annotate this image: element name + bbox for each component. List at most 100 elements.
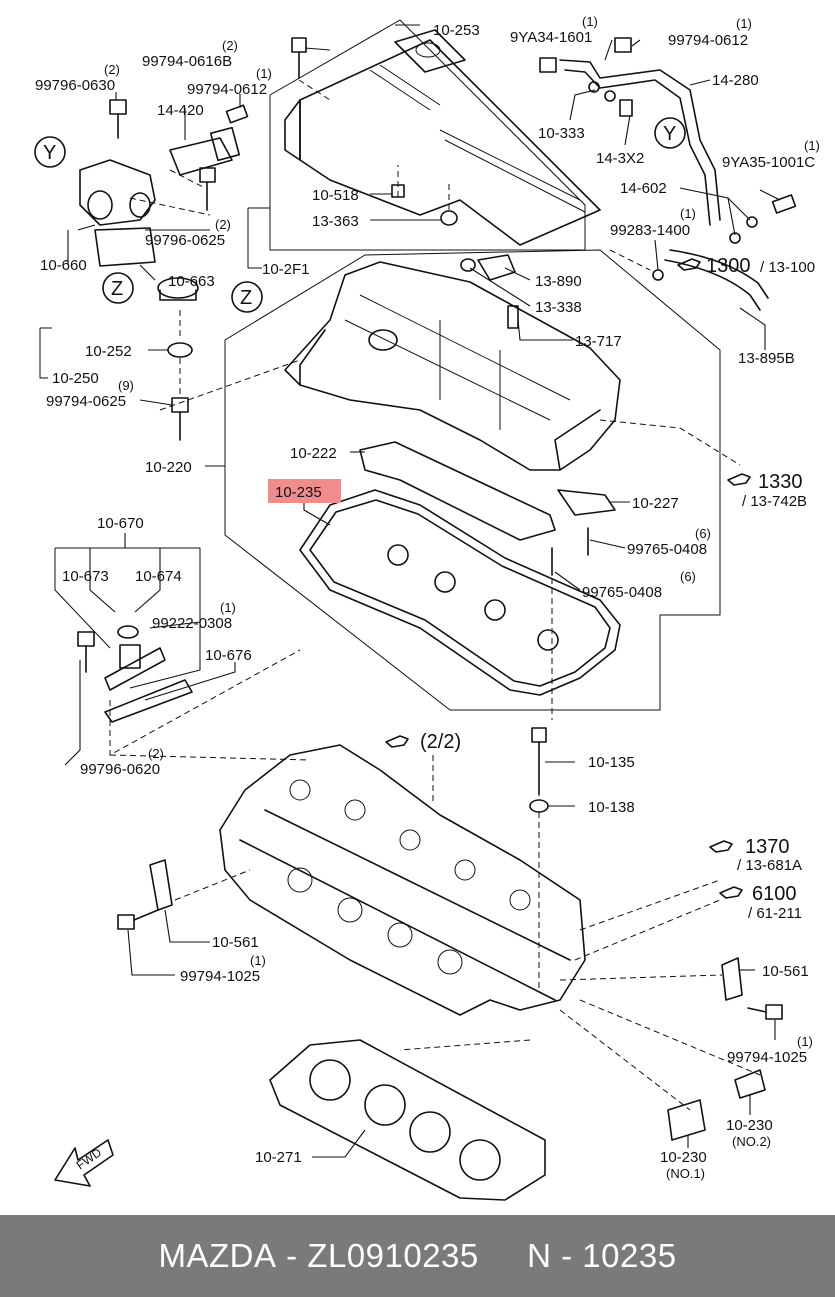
- label-10-2F1: 10-2F1: [262, 261, 310, 278]
- cover-gasket-10-222: [359, 441, 556, 541]
- label-99283-1400: 99283-1400: [610, 222, 690, 239]
- label-10-230-no2: 10-230: [726, 1117, 773, 1134]
- label-10-561-right: 10-561: [762, 963, 809, 980]
- svg-text:Z: Z: [240, 287, 252, 309]
- ref-hand-icon-1330: [727, 473, 751, 486]
- label-99796-0630: 99796-0630: [35, 77, 115, 94]
- ref-1330: 1330: [758, 471, 803, 493]
- left-bolts: [109, 99, 249, 211]
- fwd-label: FWD: [74, 1145, 105, 1172]
- svg-text:(1): (1): [220, 600, 236, 615]
- label-10-271: 10-271: [255, 1149, 302, 1166]
- guide-lines: [109, 79, 761, 1111]
- label-10-253: 10-253: [433, 22, 480, 39]
- callout-z-right: Z: [231, 281, 263, 313]
- callout-y-left: Y: [34, 136, 66, 168]
- label-99794-1025-right: 99794-1025: [727, 1049, 807, 1066]
- label-13-338: 13-338: [535, 299, 582, 316]
- svg-text:(2): (2): [104, 62, 120, 77]
- cover-group-bracket: [269, 19, 586, 251]
- label-99796-0625: 99796-0625: [145, 232, 225, 249]
- plugs-10-230: [667, 1069, 766, 1141]
- leader-lines: [64, 24, 781, 1158]
- label-99794-0612-left: 99794-0612: [187, 81, 267, 98]
- ref-1300: 1300: [706, 255, 751, 277]
- sensor-14-420: [169, 126, 241, 176]
- svg-text:Y: Y: [663, 123, 676, 145]
- svg-text:(1): (1): [804, 138, 820, 153]
- label-13-895B: 13-895B: [738, 350, 795, 367]
- label-10-250: 10-250: [52, 370, 99, 387]
- svg-text:(1): (1): [797, 1034, 813, 1049]
- svg-text:(6): (6): [680, 569, 696, 584]
- head-gasket-10-271: [269, 1039, 546, 1201]
- label-9YA34-1601: 9YA34-1601: [510, 29, 592, 46]
- ref-13-681A: / 13-681A: [737, 857, 802, 874]
- svg-text:Z: Z: [111, 278, 123, 300]
- label-14-280: 14-280: [712, 72, 759, 89]
- svg-text:(2): (2): [222, 38, 238, 53]
- svg-text:(NO.1): (NO.1): [666, 1166, 705, 1181]
- ref-61-211: / 61-211: [748, 905, 802, 922]
- oil-filler-cap: [157, 277, 199, 441]
- cylinder-head: [219, 744, 586, 1016]
- label-13-363: 13-363: [312, 213, 359, 230]
- label-10-235: 10-235: [275, 484, 322, 501]
- svg-text:(1): (1): [736, 16, 752, 31]
- hanger-10-561-right: [721, 957, 783, 1020]
- fwd-arrow-icon: FWD: [54, 1139, 114, 1187]
- callout-z-left: Z: [102, 272, 134, 304]
- parts-diagram: FWD: [34, 14, 820, 1201]
- ref-1370: 1370: [745, 836, 790, 858]
- oil-control-valve-10-670: [77, 625, 193, 723]
- label-99794-0625: 99794-0625: [46, 393, 126, 410]
- label-10-222: 10-222: [290, 445, 337, 462]
- label-99796-0620: 99796-0620: [80, 761, 160, 778]
- label-9YA35-1001C: 9YA35-1001C: [722, 154, 815, 171]
- label-14-420: 14-420: [157, 102, 204, 119]
- label-10-252: 10-252: [85, 343, 132, 360]
- label-10-333: 10-333: [538, 125, 585, 142]
- valve-cover: [284, 254, 621, 471]
- footer-n-code: 10235: [582, 1237, 677, 1274]
- ref-hand-icon-6100: [719, 886, 743, 899]
- label-99794-0616B: 99794-0616B: [142, 53, 232, 70]
- engine-top-cover: [284, 29, 601, 246]
- ref-6100: 6100: [752, 883, 797, 905]
- head-bolt-10-135: [529, 727, 549, 813]
- ref-13-100: / 13-100: [760, 259, 815, 276]
- label-10-227: 10-227: [632, 495, 679, 512]
- highlight-10-235: [268, 479, 341, 503]
- label-13-717: 13-717: [575, 333, 622, 350]
- label-10-138: 10-138: [588, 799, 635, 816]
- footer-brand: MAZDA: [158, 1237, 277, 1274]
- ref-hand-icon-1370: [709, 840, 733, 853]
- label-99794-0612-right: 99794-0612: [668, 32, 748, 49]
- label-14-602: 14-602: [620, 180, 667, 197]
- label-10-135: 10-135: [588, 754, 635, 771]
- label-99794-1025-left: 99794-1025: [180, 968, 260, 985]
- head-cover-frame: [224, 249, 721, 711]
- svg-text:(1): (1): [250, 953, 266, 968]
- svg-text:Y: Y: [43, 142, 56, 164]
- svg-text:(1): (1): [680, 206, 696, 221]
- ref-2-2: (2/2): [420, 731, 461, 753]
- ref-13-742B: / 13-742B: [742, 493, 807, 510]
- footer-n-label: N: [527, 1237, 552, 1274]
- callout-y-right: Y: [654, 117, 686, 149]
- label-10-674: 10-674: [135, 568, 182, 585]
- head-cover-gasket-10-235: [299, 489, 621, 696]
- label-10-230-no1: 10-230: [660, 1149, 707, 1166]
- label-10-673: 10-673: [62, 568, 109, 585]
- water-outlet: [79, 159, 156, 267]
- label-10-220: 10-220: [145, 459, 192, 476]
- ref-hand-icon-2-2: [385, 735, 409, 748]
- svg-text:(2): (2): [148, 746, 164, 761]
- label-10-663: 10-663: [168, 273, 215, 290]
- svg-text:(1): (1): [582, 14, 598, 29]
- footer-part-number: ZL0910235: [307, 1237, 479, 1274]
- label-10-670: 10-670: [97, 515, 144, 532]
- hanger-10-561-left: [117, 859, 173, 930]
- bracket-10-227: [551, 489, 616, 576]
- label-14-3X2: 14-3X2: [596, 150, 644, 167]
